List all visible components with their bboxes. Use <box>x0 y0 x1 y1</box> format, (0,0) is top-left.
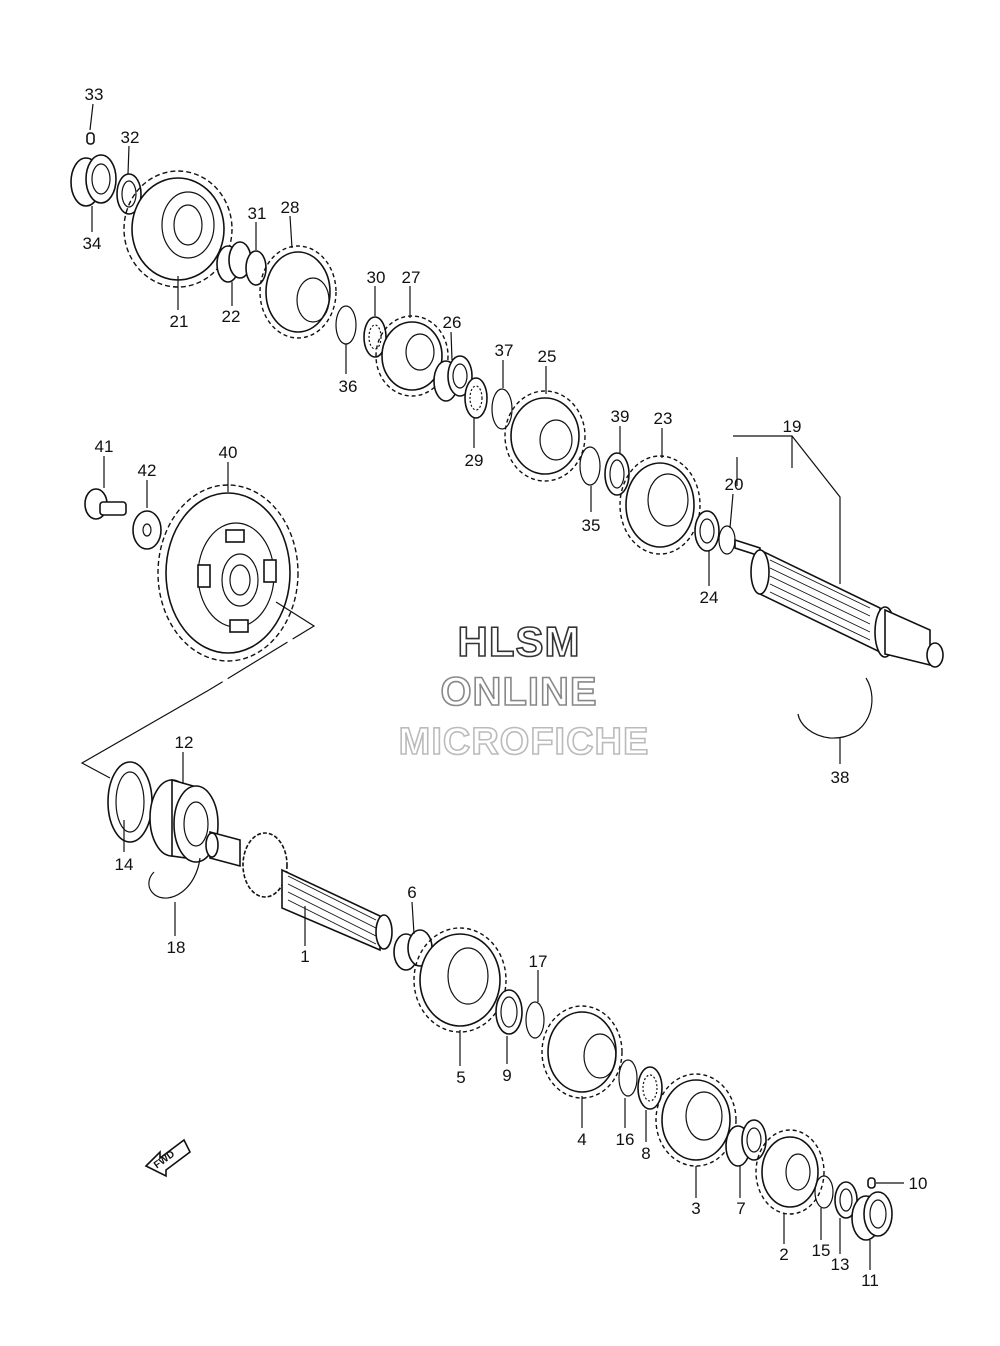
seal-14 <box>107 761 153 843</box>
callout-7: 7 <box>736 1199 745 1218</box>
callout-21: 21 <box>170 312 189 331</box>
callout-10: 10 <box>909 1174 928 1193</box>
gear-25 <box>504 390 586 482</box>
gear-40 <box>157 484 299 662</box>
washer-9 <box>495 989 523 1035</box>
callout-27: 27 <box>402 268 421 287</box>
countershaft-19 <box>734 538 944 668</box>
bushing-7 <box>725 1119 767 1167</box>
callout-37: 37 <box>495 341 514 360</box>
callout-9: 9 <box>502 1066 511 1085</box>
gear-21 <box>123 170 233 288</box>
callout-11: 11 <box>861 1271 879 1290</box>
callout-13: 13 <box>831 1255 850 1274</box>
callout-19: 19 <box>783 417 802 436</box>
callout-22: 22 <box>222 307 241 326</box>
callout-4: 4 <box>577 1130 586 1149</box>
watermark: HLSM ONLINE MICROFICHE <box>398 617 650 764</box>
callout-25: 25 <box>538 347 557 366</box>
callout-39: 39 <box>611 407 630 426</box>
pin-33 <box>86 132 95 145</box>
ring-20 <box>718 525 736 555</box>
callout-31: 31 <box>248 204 267 223</box>
callout-8: 8 <box>641 1144 650 1163</box>
callout-33: 33 <box>85 85 104 104</box>
washer-31 <box>245 250 267 286</box>
gear-5 <box>413 927 507 1033</box>
circlip-36 <box>335 305 357 345</box>
mainshaft-assembly <box>107 761 893 1241</box>
fwd-arrow-icon: FWD <box>144 1138 192 1178</box>
bearing-34 <box>70 154 117 207</box>
bolt-41 <box>84 488 127 520</box>
gear-2 <box>755 1129 825 1215</box>
circlip-35 <box>579 446 601 486</box>
callout-18: 18 <box>167 938 186 957</box>
callout-6: 6 <box>407 883 416 902</box>
mainshaft-1 <box>205 830 393 952</box>
bearing-11 <box>851 1191 893 1241</box>
bearing-24 <box>694 510 720 552</box>
watermark-line-1: HLSM <box>458 618 581 665</box>
callout-12: 12 <box>175 733 194 752</box>
bearing-12 <box>149 778 219 863</box>
callout-40: 40 <box>219 443 238 462</box>
gear-23 <box>619 455 701 555</box>
primary-driven-gear-assembly <box>80 484 316 779</box>
callout-38: 38 <box>831 768 850 787</box>
callout-20: 20 <box>725 475 744 494</box>
callout-16: 16 <box>616 1130 635 1149</box>
callout-15: 15 <box>812 1241 831 1260</box>
leader-lines <box>89 103 904 1270</box>
washer-39 <box>604 452 630 496</box>
callout-36: 36 <box>339 377 358 396</box>
callout-28: 28 <box>281 198 300 217</box>
circlip-15 <box>814 1175 834 1209</box>
circlip-18 <box>148 857 201 899</box>
bushing-26 <box>433 355 473 402</box>
circlip-17 <box>525 1001 545 1039</box>
gear-28 <box>259 245 337 339</box>
callout-14: 14 <box>115 855 134 874</box>
pin-10 <box>867 1177 876 1189</box>
washer-32 <box>116 173 142 215</box>
callout-labels: 33 32 34 21 31 28 22 30 27 26 36 37 25 2… <box>83 85 928 1290</box>
callout-26: 26 <box>443 313 462 332</box>
callout-42: 42 <box>138 461 157 480</box>
callout-41: 41 <box>95 437 114 456</box>
callout-32: 32 <box>121 128 140 147</box>
callout-29: 29 <box>465 451 484 470</box>
callout-1: 1 <box>300 947 309 966</box>
circlip-16 <box>618 1059 638 1097</box>
callout-17: 17 <box>529 952 548 971</box>
circlip-37 <box>491 388 513 430</box>
washer-8 <box>637 1066 663 1110</box>
washer-42 <box>132 510 162 550</box>
guide-line <box>80 689 210 779</box>
callout-35: 35 <box>582 516 601 535</box>
callout-24: 24 <box>700 588 719 607</box>
bushing-6 <box>393 929 433 971</box>
callout-23: 23 <box>654 409 673 428</box>
callout-3: 3 <box>691 1199 700 1218</box>
callout-30: 30 <box>367 268 386 287</box>
callout-5: 5 <box>456 1068 465 1087</box>
watermark-line-2: ONLINE <box>440 670 597 714</box>
gear-27 <box>375 315 449 397</box>
washer-29 <box>464 377 488 419</box>
gear-3 <box>655 1073 737 1167</box>
callout-34: 34 <box>83 234 102 253</box>
circlip-38 <box>797 677 873 739</box>
washer-30 <box>363 316 387 358</box>
guide-line <box>208 601 316 691</box>
watermark-line-3: MICROFICHE <box>399 721 650 763</box>
countershaft-assembly <box>70 132 944 739</box>
gear-4 <box>541 1005 623 1099</box>
callout-2: 2 <box>779 1245 788 1264</box>
